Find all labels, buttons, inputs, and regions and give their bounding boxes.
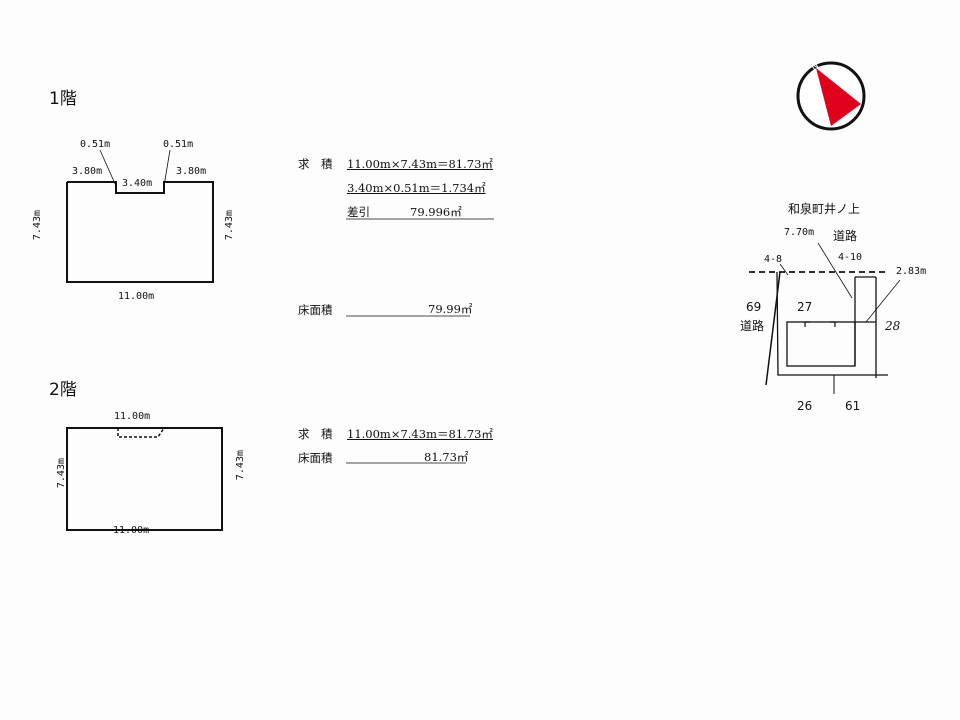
floor1-dim-notch-depth-right: 0.51m bbox=[163, 139, 194, 150]
map-lot-28: 28 bbox=[885, 319, 901, 333]
floor1-dim-top-left: 3.80m bbox=[72, 166, 103, 177]
f2-calc-line1: 11.00m×7.43m＝81.73㎡ bbox=[347, 427, 493, 441]
compass-north-arrow: N bbox=[793, 58, 869, 134]
f1-floor-area-value: 79.99㎡ bbox=[428, 302, 473, 316]
floor1-dim-bottom: 11.00m bbox=[118, 291, 155, 302]
map-lot-boundary bbox=[776, 271, 888, 376]
map-building-mark bbox=[804, 321, 836, 327]
f1-diff-value: 79.996㎡ bbox=[410, 205, 462, 219]
floor1-leader-right bbox=[163, 149, 171, 187]
floor1-outline bbox=[66, 181, 214, 283]
floor2-opening bbox=[117, 427, 165, 438]
floor1-dim-left: 7.43m bbox=[32, 210, 43, 241]
floor2-dim-left: 7.43m bbox=[56, 458, 67, 489]
f1-floor-area-label: 床面積 bbox=[298, 303, 333, 317]
map-lot-69: 69 bbox=[746, 300, 762, 314]
floor2-outline bbox=[66, 427, 223, 531]
map-lot-61: 61 bbox=[845, 399, 861, 413]
map-width-770: 7.70m bbox=[784, 227, 815, 238]
floor2-dim-bottom: 11.00m bbox=[113, 525, 150, 536]
map-lot-27: 27 bbox=[797, 300, 813, 314]
map-lot-4-8: 4-8 bbox=[764, 254, 783, 265]
floor1-title: 1階 bbox=[49, 89, 77, 109]
f2-floor-area-value: 81.73㎡ bbox=[424, 450, 469, 464]
f1-diff-label: 差引 bbox=[347, 205, 370, 219]
f2-floor-area-label: 床面積 bbox=[298, 451, 333, 465]
map-leader-770 bbox=[817, 242, 853, 299]
map-leader-283 bbox=[865, 279, 901, 323]
floor2-dim-top: 11.00m bbox=[114, 411, 151, 422]
map-lot-4-10: 4-10 bbox=[838, 252, 863, 263]
compass-icon bbox=[796, 61, 866, 131]
map-road-top-label: 道路 bbox=[833, 229, 858, 243]
floor1-dim-right: 7.43m bbox=[224, 210, 235, 241]
f1-calc-line2: 3.40m×0.51m＝1.734㎡ bbox=[347, 181, 486, 195]
floor1-leader-left bbox=[99, 149, 117, 187]
floor1-dim-notch: 3.40m bbox=[122, 178, 153, 189]
floor2-title: 2階 bbox=[49, 380, 77, 400]
map-place-name: 和泉町井ノ上 bbox=[788, 202, 861, 216]
f2-calc-label: 求 積 bbox=[298, 427, 333, 441]
f1-calc-line1: 11.00m×7.43m＝81.73㎡ bbox=[347, 157, 493, 171]
map-lot-26: 26 bbox=[797, 399, 813, 413]
map-width-283: 2.83m bbox=[896, 266, 927, 277]
map-leader-48 bbox=[779, 263, 789, 276]
map-road-left-label: 道路 bbox=[740, 319, 765, 333]
floor1-dim-notch-depth-left: 0.51m bbox=[80, 139, 111, 150]
floor2-dim-right: 7.43m bbox=[235, 450, 246, 481]
f1-calc-label: 求 積 bbox=[298, 157, 333, 171]
floor1-dim-top-right: 3.80m bbox=[176, 166, 207, 177]
map-building bbox=[786, 321, 856, 367]
